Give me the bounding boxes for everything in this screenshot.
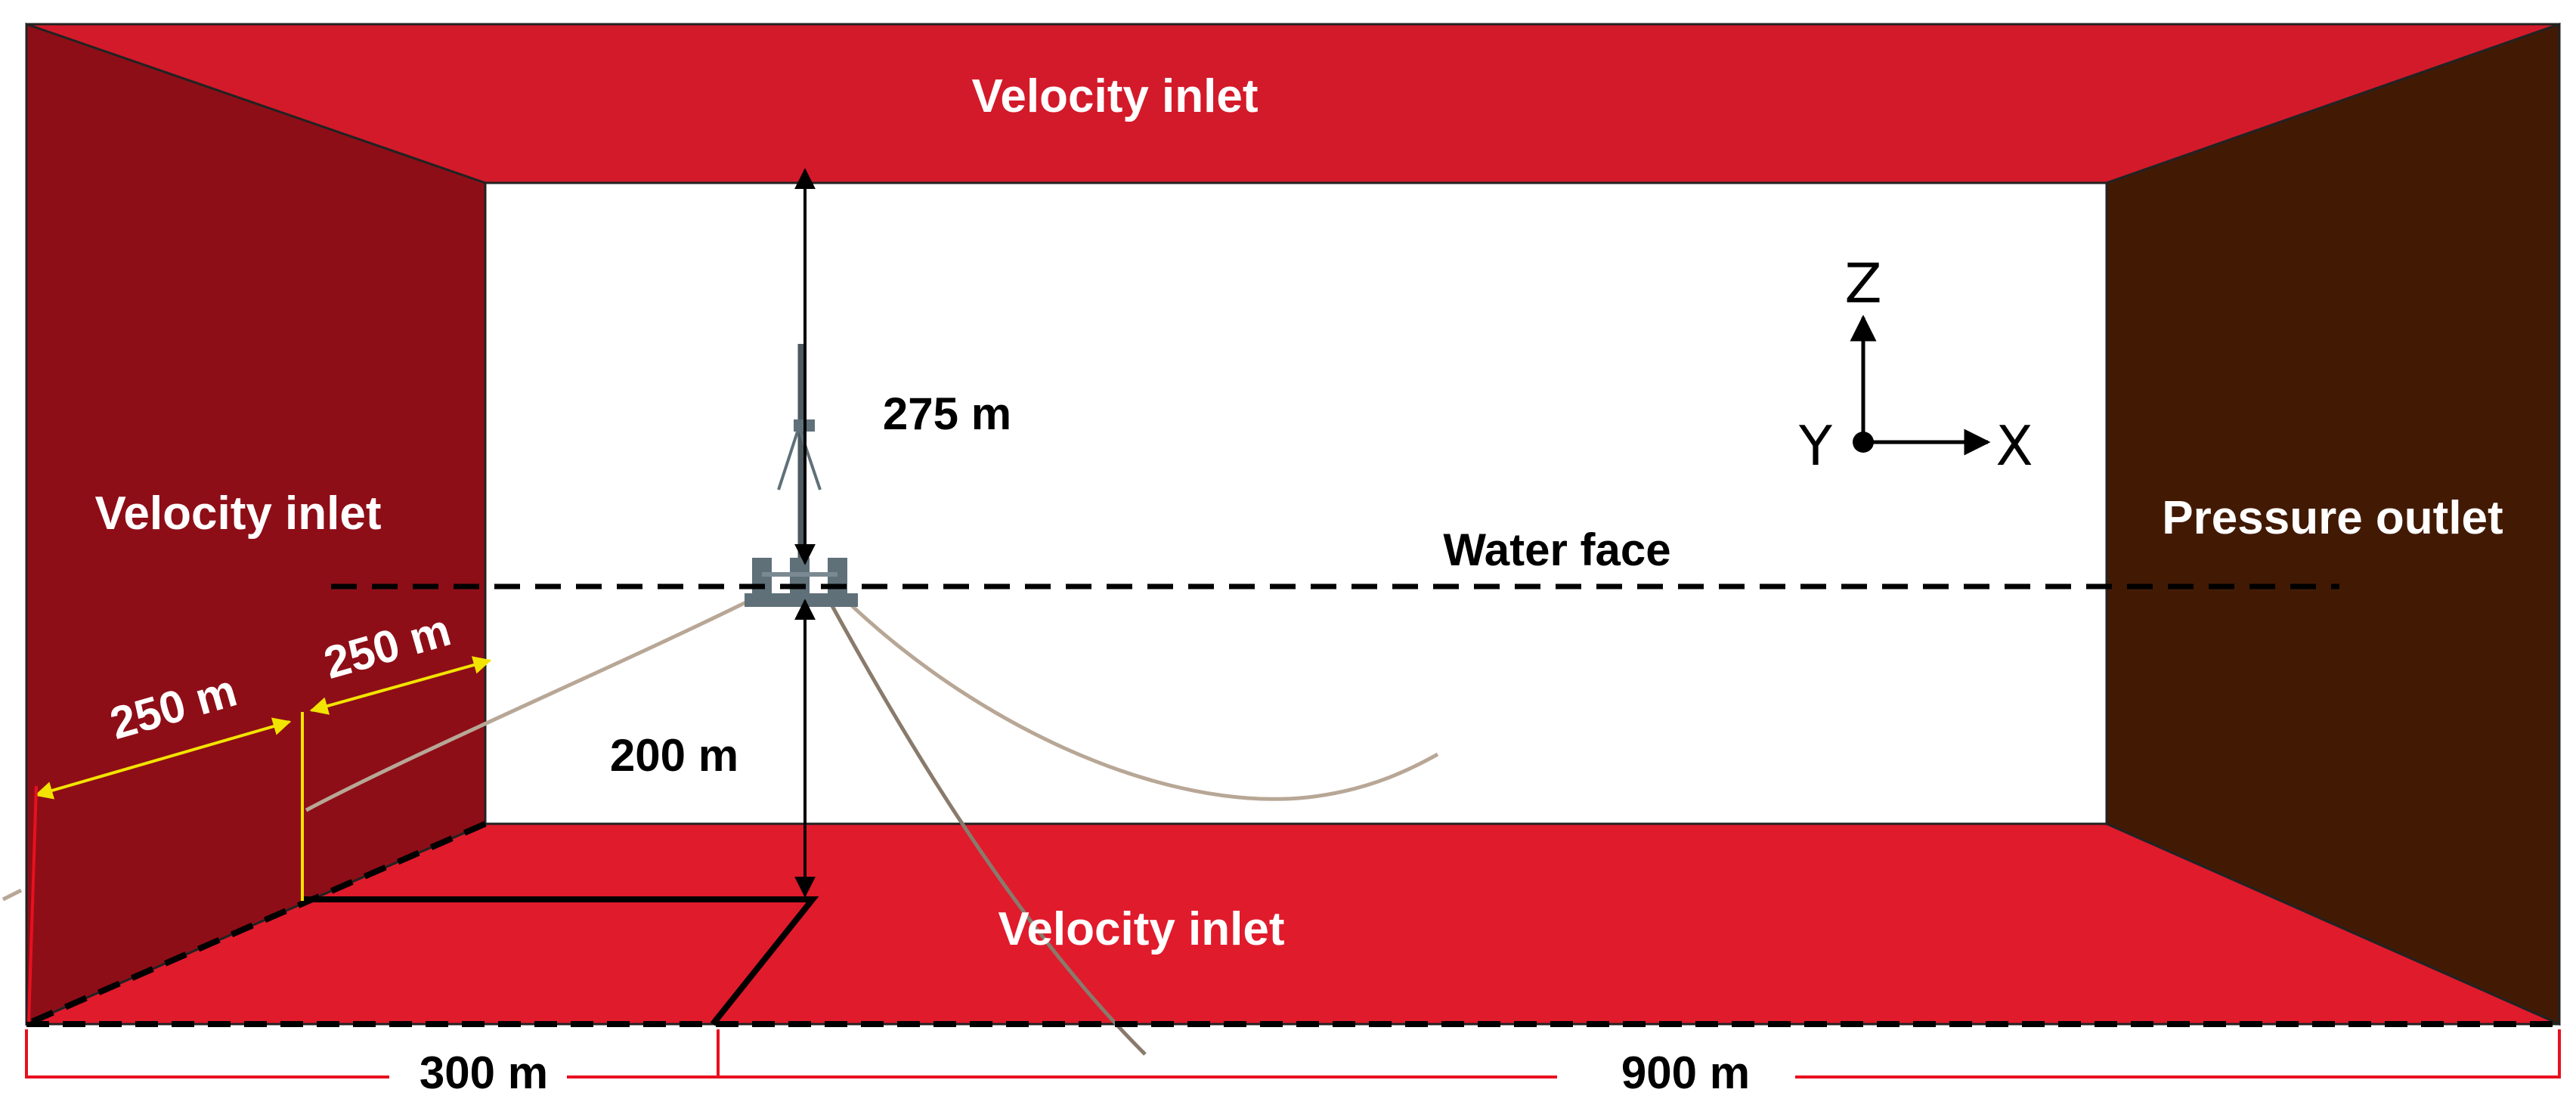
left-face-label: Velocity inlet: [94, 487, 381, 540]
right-face-label: Pressure outlet: [2162, 492, 2503, 544]
axis-triad: Z Y X: [1798, 252, 2033, 478]
top-face-label: Velocity inlet: [971, 70, 1258, 122]
red-corner-marker: [27, 785, 38, 1023]
water-face-label: Water face: [1443, 525, 1670, 575]
width-right-arrow: [309, 656, 492, 715]
length-front-bracket: [25, 1029, 389, 1079]
length-front-bracket-right: [567, 1029, 720, 1079]
mooring-line-left-outside: [2, 888, 23, 902]
length-back-bracket-right: [1795, 1029, 2561, 1079]
y-axis-dot-icon: [1853, 432, 1874, 453]
axis-y-label: Y: [1798, 414, 1833, 478]
mooring-line-right: [841, 596, 1439, 801]
floor-marker-lines: [302, 896, 819, 1026]
height-above-label: 275 m: [883, 388, 1011, 439]
length-back-label: 900 m: [1621, 1048, 1750, 1098]
axis-z-label: Z: [1844, 252, 1881, 315]
back-face: [484, 181, 2108, 825]
axis-x-label: X: [1995, 414, 2033, 478]
depth-below-label: 200 m: [610, 730, 738, 781]
left-floor-dashed-edge: [25, 821, 487, 1027]
length-front-label: 300 m: [420, 1048, 548, 1098]
mooring-line-bottom: [829, 603, 1147, 1056]
mooring-line-left: [305, 593, 761, 812]
bottom-face-label: Velocity inlet: [998, 903, 1284, 955]
width-left-arrow: [34, 717, 292, 800]
